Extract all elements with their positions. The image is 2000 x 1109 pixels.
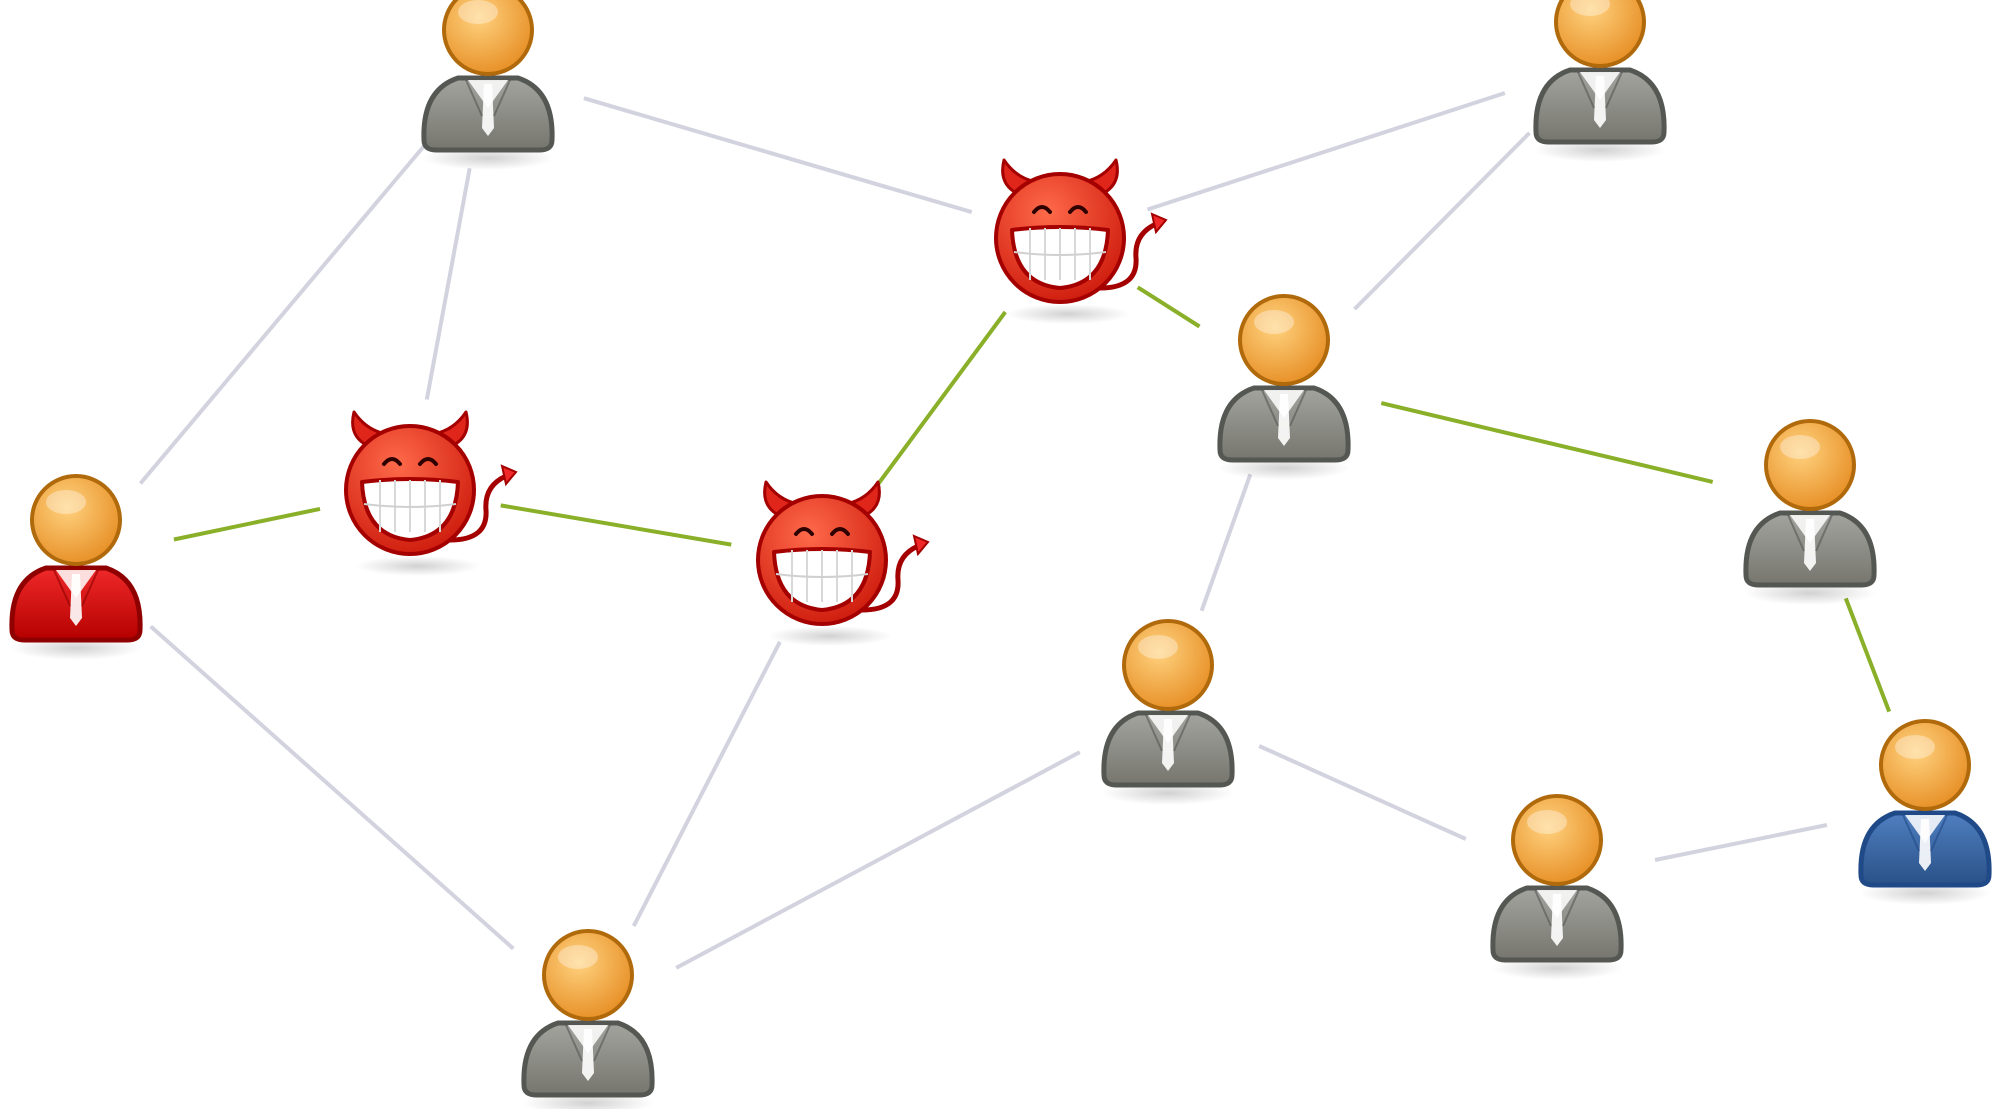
user-node bbox=[1217, 294, 1351, 480]
devil-icon bbox=[344, 410, 518, 576]
network-link bbox=[675, 750, 1081, 970]
user-node bbox=[1533, 0, 1667, 162]
user-node bbox=[421, 0, 555, 170]
user-icon bbox=[421, 0, 555, 170]
malicious-link bbox=[500, 503, 732, 547]
devil-node bbox=[344, 410, 518, 576]
network-link bbox=[1353, 131, 1531, 311]
malicious-link bbox=[1843, 597, 1892, 713]
user-icon bbox=[1743, 419, 1877, 605]
network-link bbox=[583, 96, 973, 215]
user-node bbox=[521, 929, 655, 1109]
malicious-link bbox=[1380, 401, 1714, 484]
user-node bbox=[1490, 794, 1624, 980]
network-link bbox=[424, 167, 472, 400]
network-link bbox=[1199, 473, 1253, 612]
user-icon bbox=[1858, 719, 1992, 905]
user-icon bbox=[1217, 294, 1351, 480]
network-link bbox=[1146, 91, 1506, 212]
destination-user-node bbox=[1858, 719, 1992, 905]
links-layer bbox=[138, 91, 1892, 970]
network-link bbox=[1654, 823, 1828, 862]
devil-icon bbox=[756, 480, 930, 646]
malicious-link bbox=[1136, 285, 1201, 329]
network-link bbox=[631, 640, 782, 928]
user-icon bbox=[521, 929, 655, 1109]
user-icon bbox=[1490, 794, 1624, 980]
user-icon bbox=[9, 474, 143, 660]
source-user-node bbox=[9, 474, 143, 660]
nodes-layer bbox=[9, 0, 1992, 1109]
user-icon bbox=[1101, 619, 1235, 805]
devil-node bbox=[756, 480, 930, 646]
user-node bbox=[1101, 619, 1235, 805]
devil-node bbox=[994, 158, 1168, 324]
devil-icon bbox=[994, 158, 1168, 324]
network-link bbox=[1258, 744, 1467, 841]
user-icon bbox=[1533, 0, 1667, 162]
network-link bbox=[138, 145, 426, 485]
user-node bbox=[1743, 419, 1877, 605]
malicious-link bbox=[875, 310, 1007, 488]
malicious-link bbox=[173, 506, 321, 542]
network-link bbox=[149, 624, 515, 951]
